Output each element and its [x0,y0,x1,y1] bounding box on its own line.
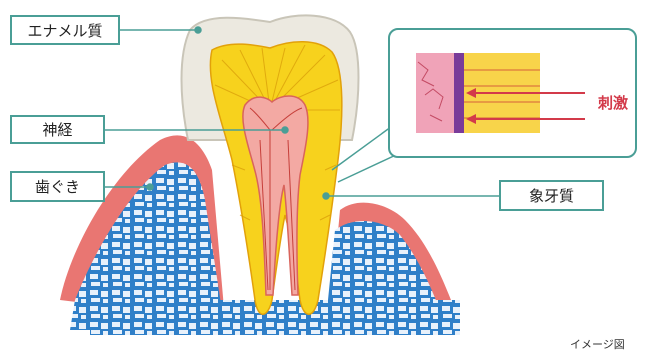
nerve-leader-dot [282,127,288,133]
stimulus-label: 刺激 [598,92,628,113]
image-caption: イメージ図 [570,336,625,352]
jaw-bone-base [90,300,460,335]
gum-label: 歯ぐき [10,171,105,202]
enamel-leader-dot [195,27,201,33]
nerve-label: 神経 [10,115,105,144]
gum-leader-dot [147,184,153,190]
dentin-leader-dot [323,193,329,199]
dentin-label: 象牙質 [499,180,604,211]
enamel-label: エナメル質 [10,15,120,45]
